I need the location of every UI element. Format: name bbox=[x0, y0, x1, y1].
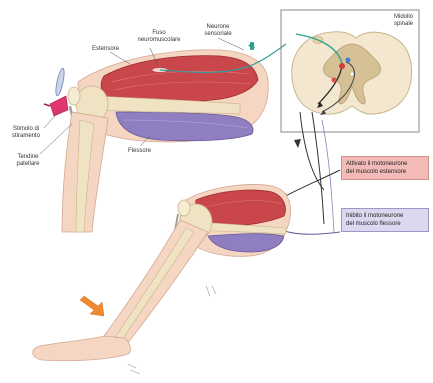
label-muscle-spindle-line2: neuromuscolare bbox=[134, 37, 184, 44]
extensor-motoneuron-activated-box: Attivato il motoneurone del muscolo este… bbox=[341, 156, 429, 180]
foot bbox=[33, 336, 131, 361]
label-stretch-stimulus-line1: Stimolo di bbox=[6, 126, 46, 133]
label-patellar-tendon-line1: Tendine bbox=[10, 154, 46, 161]
label-stretch-stimulus-line2: stiramento bbox=[6, 133, 46, 140]
label-muscle-spindle: Fuso neuromuscolare bbox=[134, 30, 184, 44]
flexor-motoneuron-soma bbox=[332, 78, 337, 83]
label-flexor: Flessore bbox=[128, 148, 151, 155]
central-canal bbox=[350, 72, 354, 76]
label-spinal-cord: Midollo spinale bbox=[394, 14, 413, 28]
label-muscle-spindle-line1: Fuso bbox=[134, 30, 184, 37]
label-patellar-tendon-line2: patellare bbox=[10, 161, 46, 168]
spinal-cord-panel bbox=[281, 10, 419, 132]
extensor-motoneuron-soma bbox=[339, 63, 345, 69]
label-sensory-neuron-line2: sensoriale bbox=[196, 31, 240, 38]
interneuron-soma bbox=[346, 58, 351, 63]
label-spinal-cord-line1: Midollo bbox=[394, 14, 413, 21]
label-sensory-neuron: Neurone sensoriale bbox=[196, 24, 240, 38]
label-patellar-tendon: Tendine patellare bbox=[10, 154, 46, 168]
extensor-box-line2: del muscolo estensore bbox=[346, 168, 424, 176]
flexor-motoneuron-inhibited-box: Inibito il motoneurone del muscolo fless… bbox=[341, 208, 429, 232]
flexor-box-line2: del muscolo flessore bbox=[346, 220, 424, 228]
label-spinal-cord-line2: spinale bbox=[394, 21, 413, 28]
label-sensory-neuron-line1: Neurone bbox=[196, 24, 240, 31]
flexor-box-line1: Inibito il motoneurone bbox=[346, 212, 424, 220]
reflex-hammer-icon bbox=[44, 68, 68, 116]
patella bbox=[68, 87, 80, 105]
extensor-box-line1: Attivato il motoneurone bbox=[346, 160, 424, 168]
label-stretch-stimulus: Stimolo di stiramento bbox=[6, 126, 46, 140]
motion-arrow-icon bbox=[80, 296, 104, 316]
sensory-receptor-marker bbox=[250, 42, 254, 50]
label-extensor: Estensore bbox=[92, 46, 119, 53]
